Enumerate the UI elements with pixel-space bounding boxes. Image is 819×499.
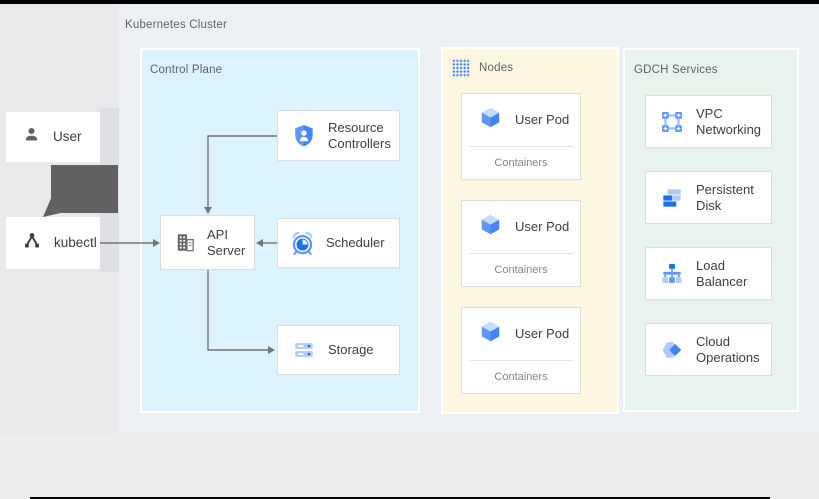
gdch-services-label: GDCH Services (634, 64, 718, 76)
user-node: User (6, 112, 100, 162)
containers-label: Containers (494, 264, 548, 276)
pod-divider (469, 146, 573, 147)
top-letterbox-bar (0, 0, 819, 4)
kubernetes-cluster-label: Kubernetes Cluster (125, 19, 228, 31)
persistent-disk-node: Persistent Disk (645, 171, 772, 224)
cube-icon (478, 105, 503, 135)
vpc-networking-icon (659, 109, 685, 135)
cloud-operations-node: Cloud Operations (645, 323, 772, 376)
nodes-panel-header: Nodes (452, 59, 513, 77)
user-pod-card: User Pod Containers (461, 200, 581, 287)
shield-person-icon (291, 123, 317, 149)
vpc-networking-node: VPC Networking (645, 95, 772, 148)
rail-shadow-strip (99, 108, 119, 272)
user-label: User (53, 129, 82, 144)
pod-divider (469, 253, 573, 254)
cube-icon (478, 212, 503, 242)
vpc-networking-label: VPC Networking (696, 105, 762, 137)
cube-icon (478, 319, 503, 349)
nodes-label: Nodes (479, 62, 514, 74)
dot-grid-icon (452, 59, 470, 77)
kubectl-nodes-icon (22, 231, 42, 256)
kubectl-node: kubectl (6, 217, 100, 269)
api-server-node: API Server (160, 215, 255, 270)
kubectl-label: kubectl (54, 235, 97, 250)
user-pod-label: User Pod (515, 112, 570, 127)
building-icon (174, 231, 197, 254)
storage-label: Storage (328, 342, 374, 357)
user-pod-label: User Pod (515, 326, 570, 341)
control-plane-label: Control Plane (150, 64, 223, 76)
scheduler-node: Scheduler (277, 218, 400, 268)
scheduler-label: Scheduler (326, 235, 385, 250)
persistent-disk-label: Persistent Disk (696, 181, 754, 213)
user-pod-card: User Pod Containers (461, 307, 581, 394)
alarm-clock-icon (289, 230, 316, 257)
load-balancer-node: Load Balancer (645, 247, 772, 300)
resource-controllers-node: Resource Controllers (277, 110, 400, 161)
api-server-label: API Server (207, 226, 246, 258)
storage-disks-icon (291, 337, 317, 363)
cloud-operations-icon (659, 337, 685, 363)
pod-divider (469, 360, 573, 361)
user-pod-card: User Pod Containers (461, 93, 581, 180)
containers-label: Containers (494, 371, 548, 383)
resource-controllers-label: Resource Controllers (328, 119, 391, 151)
load-balancer-icon (659, 261, 685, 287)
persistent-disk-icon (659, 185, 685, 211)
storage-node: Storage (277, 325, 400, 375)
cloud-operations-label: Cloud Operations (696, 333, 760, 365)
person-icon (22, 125, 41, 149)
bottom-letterbox-bar (30, 497, 770, 499)
load-balancer-label: Load Balancer (696, 257, 748, 289)
containers-label: Containers (494, 157, 548, 169)
user-pod-label: User Pod (515, 219, 570, 234)
